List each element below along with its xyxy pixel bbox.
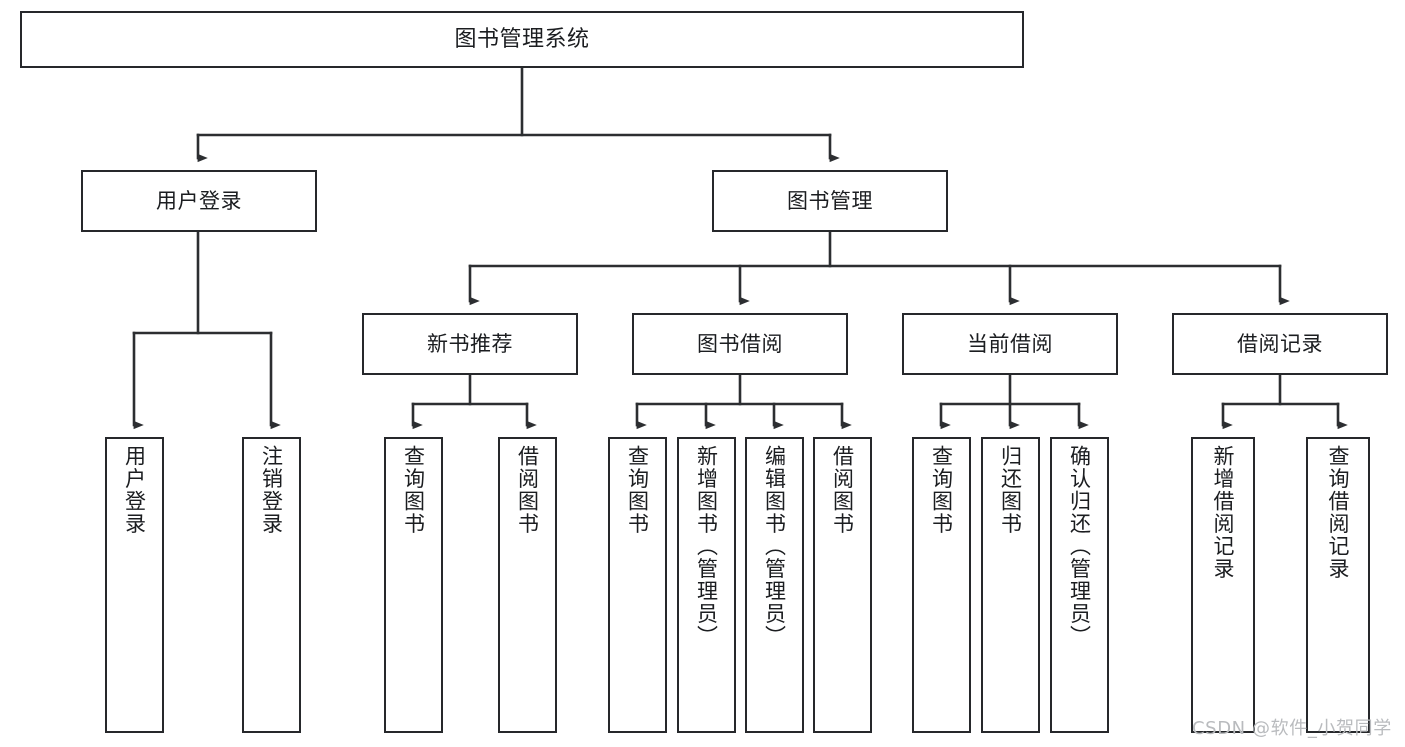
node-new-book-recommend[interactable]: 新书推荐 (362, 313, 578, 375)
node-user-login[interactable]: 用户登录 (81, 170, 317, 232)
leaf-return-book[interactable]: 归还图书 (981, 437, 1040, 733)
leaf-query-borrow-record[interactable]: 查询借阅记录 (1306, 437, 1370, 733)
leaf-query-books-current[interactable]: 查询图书 (912, 437, 971, 733)
node-root-label: 图书管理系统 (454, 26, 590, 52)
node-book-borrow[interactable]: 图书借阅 (632, 313, 848, 375)
leaf-query-books-borrow[interactable]: 查询图书 (608, 437, 667, 733)
node-book-management[interactable]: 图书管理 (712, 170, 948, 232)
leaf-user-login-label: 用户登录 (122, 445, 147, 535)
leaf-add-book-admin[interactable]: 新增图书（管理员） (677, 437, 736, 733)
watermark: CSDN @软件_小贺同学 (1192, 718, 1392, 739)
leaf-add-borrow-record-label: 新增借阅记录 (1211, 445, 1236, 580)
leaf-query-borrow-record-label: 查询借阅记录 (1326, 445, 1351, 580)
leaf-borrow-book-label: 借阅图书 (830, 445, 855, 535)
node-book-borrow-label: 图书借阅 (697, 331, 783, 356)
node-current-borrow[interactable]: 当前借阅 (902, 313, 1118, 375)
leaf-logout[interactable]: 注销登录 (242, 437, 301, 733)
leaf-borrow-books-new[interactable]: 借阅图书 (498, 437, 557, 733)
leaf-edit-book-admin[interactable]: 编辑图书（管理员） (745, 437, 804, 733)
leaf-query-books-new-label: 查询图书 (401, 445, 426, 535)
node-user-login-label: 用户登录 (156, 188, 242, 213)
node-borrow-records-label: 借阅记录 (1237, 331, 1323, 356)
node-borrow-records[interactable]: 借阅记录 (1172, 313, 1388, 375)
leaf-query-books-current-label: 查询图书 (929, 445, 954, 535)
leaf-borrow-books-new-label: 借阅图书 (515, 445, 540, 535)
node-new-book-recommend-label: 新书推荐 (427, 331, 513, 356)
leaf-query-books-borrow-label: 查询图书 (625, 445, 650, 535)
leaf-logout-label: 注销登录 (259, 445, 284, 535)
node-root[interactable]: 图书管理系统 (20, 11, 1024, 68)
leaf-add-book-admin-label: 新增图书（管理员） (694, 445, 719, 648)
leaf-edit-book-admin-label: 编辑图书（管理员） (762, 445, 787, 648)
leaf-user-login[interactable]: 用户登录 (105, 437, 164, 733)
leaf-borrow-book[interactable]: 借阅图书 (813, 437, 872, 733)
leaf-return-book-label: 归还图书 (998, 445, 1023, 535)
node-current-borrow-label: 当前借阅 (967, 331, 1053, 356)
leaf-query-books-new[interactable]: 查询图书 (384, 437, 443, 733)
node-book-management-label: 图书管理 (787, 188, 873, 213)
leaf-add-borrow-record[interactable]: 新增借阅记录 (1191, 437, 1255, 733)
leaf-confirm-return-admin-label: 确认归还（管理员） (1067, 445, 1092, 648)
leaf-confirm-return-admin[interactable]: 确认归还（管理员） (1050, 437, 1109, 733)
